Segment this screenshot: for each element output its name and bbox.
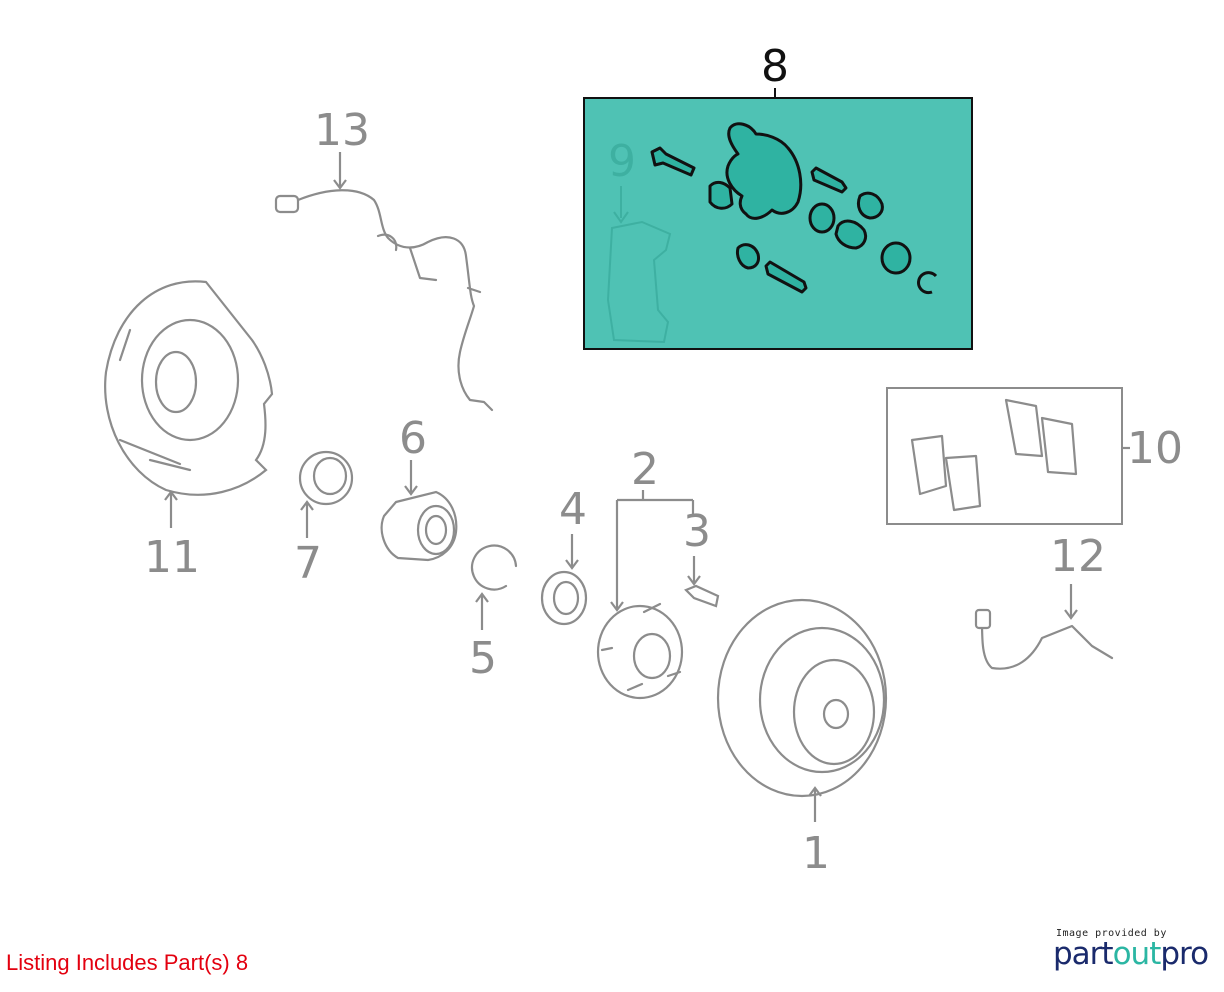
part-10-brake-pads[interactable]: 10	[886, 387, 1183, 525]
callout-11: 11	[144, 532, 200, 583]
part-1-brake-rotor[interactable]: 1	[716, 598, 888, 879]
callout-13: 13	[314, 105, 370, 156]
callout-7: 7	[294, 538, 322, 589]
callout-12: 12	[1050, 531, 1106, 582]
callout-6: 6	[399, 413, 427, 464]
callout-3: 3	[683, 506, 711, 557]
partoutpro-logo: partoutpro	[1053, 936, 1209, 972]
part-5-snap-ring[interactable]: 5	[469, 544, 518, 684]
callout-2: 2	[631, 444, 659, 495]
part-2-hub-assembly[interactable]: 2	[596, 444, 695, 700]
part-3-hub-bolt[interactable]: 3	[683, 506, 720, 608]
callout-10: 10	[1127, 423, 1183, 474]
logo-part: part	[1053, 936, 1114, 972]
part-7-oil-seal[interactable]: 7	[294, 450, 354, 589]
logo-pro: pro	[1160, 936, 1209, 972]
listing-includes-text: Listing Includes Part(s) 8	[6, 950, 249, 975]
logo-out: out	[1112, 936, 1162, 972]
part-9-bracket: 9	[606, 136, 672, 344]
part-13-abs-sensor-wire[interactable]: 13	[274, 105, 494, 412]
callout-9: 9	[608, 136, 636, 187]
callout-5: 5	[469, 633, 497, 684]
part-8-caliper-kit[interactable]: 9	[583, 88, 973, 350]
part-11-backing-plate[interactable]: 11	[104, 280, 274, 583]
part-12-brake-hose[interactable]: 12	[974, 531, 1114, 670]
callout-4: 4	[559, 484, 587, 535]
callout-8: 8	[761, 41, 789, 92]
part-6-wheel-bearing[interactable]: 6	[380, 413, 458, 562]
callout-1: 1	[802, 828, 830, 879]
part-4-seal[interactable]: 4	[540, 484, 588, 626]
image-credit-caption: Image provided by	[1056, 928, 1167, 939]
